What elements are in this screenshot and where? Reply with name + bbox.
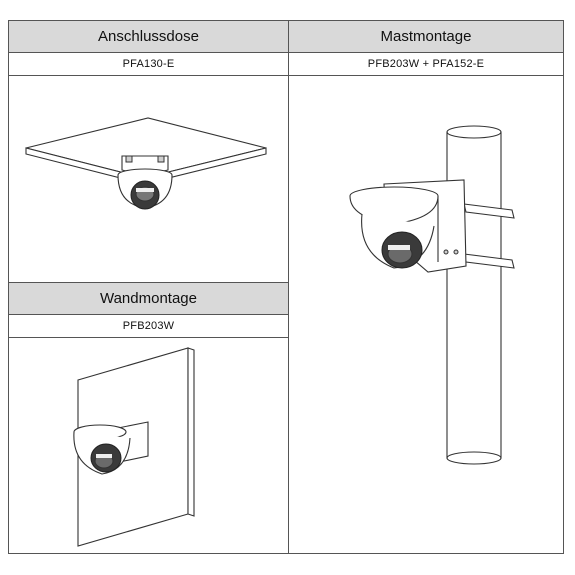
model-row-anschlussdose: PFA130-E: [8, 52, 289, 76]
ceiling-mount-camera-illustration: [25, 117, 267, 210]
model-row-mastmontage: PFB203W + PFA152-E: [288, 52, 564, 76]
header-wandmontage: Wandmontage: [8, 282, 289, 315]
header-mastmontage: Mastmontage: [288, 20, 564, 53]
model-label-wandmontage: PFB203W: [122, 320, 175, 332]
wall-mount-camera-illustration: [73, 347, 195, 547]
model-label-mastmontage: PFB203W + PFA152-E: [367, 58, 485, 70]
section-title-anschlussdose: Anschlussdose: [98, 28, 199, 45]
pole-mount-camera-illustration: [349, 125, 515, 465]
header-anschlussdose: Anschlussdose: [8, 20, 289, 53]
section-title-wandmontage: Wandmontage: [99, 290, 197, 307]
model-label-anschlussdose: PFA130-E: [122, 58, 175, 70]
section-title-mastmontage: Mastmontage: [380, 28, 472, 45]
model-row-wandmontage: PFB203W: [8, 314, 289, 338]
